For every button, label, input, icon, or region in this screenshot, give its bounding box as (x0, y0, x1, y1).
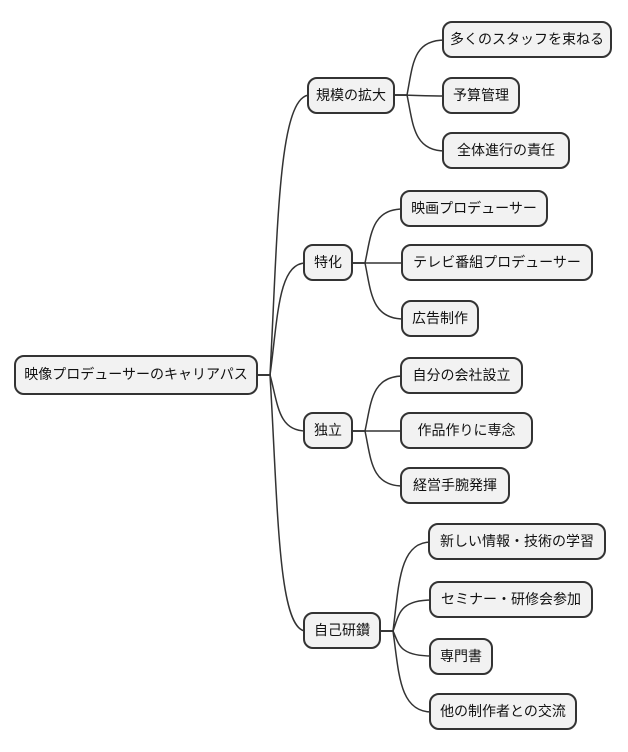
node-leaf-film-producer: 映画プロデューサー (400, 190, 548, 227)
node-leaf-tv-program-producer: テレビ番組プロデューサー (401, 244, 593, 281)
node-leaf-business-skills: 経営手腕発揮 (400, 467, 510, 504)
edge-root-to-independence (254, 374, 307, 432)
edge-independence-to-company (349, 375, 404, 432)
node-leaf-overall-progress-responsibility: 全体進行の責任 (442, 132, 570, 169)
node-leaf-focus-on-creation: 作品作りに専念 (400, 412, 533, 449)
node-leaf-budget-management: 予算管理 (442, 77, 520, 114)
edge-root-to-self-improvement (254, 374, 307, 632)
edge-selfimprove-to-learning (377, 541, 432, 632)
node-root: 映像プロデューサーのキャリアパス (14, 355, 258, 395)
node-leaf-manage-many-staff: 多くのスタッフを束ねる (442, 21, 612, 58)
edge-scale-to-manage-staff (391, 39, 446, 96)
node-leaf-networking-with-creators: 他の制作者との交流 (429, 693, 577, 730)
node-leaf-ad-production: 広告制作 (401, 300, 479, 337)
node-branch-independence: 独立 (303, 412, 353, 449)
edge-selfimprove-to-networking (377, 630, 433, 713)
node-leaf-start-own-company: 自分の会社設立 (400, 357, 523, 394)
node-leaf-technical-books: 専門書 (429, 638, 493, 675)
edge-specialization-to-ad (349, 262, 405, 320)
node-leaf-learn-new-info-tech: 新しい情報・技術の学習 (428, 523, 606, 560)
node-leaf-seminar-participation: セミナー・研修会参加 (429, 581, 593, 618)
edge-selfimprove-to-seminar (377, 599, 433, 632)
edge-root-to-scale-expansion (254, 94, 311, 376)
edge-root-to-specialization (254, 262, 307, 376)
edge-scale-to-progress (391, 94, 446, 152)
edge-independence-to-business (349, 430, 404, 487)
edge-specialization-to-film (349, 208, 404, 264)
node-branch-scale-expansion: 規模の拡大 (307, 77, 395, 114)
node-branch-self-improvement: 自己研鑽 (303, 612, 381, 649)
node-branch-specialization: 特化 (303, 244, 353, 281)
edge-selfimprove-to-books (377, 630, 433, 657)
